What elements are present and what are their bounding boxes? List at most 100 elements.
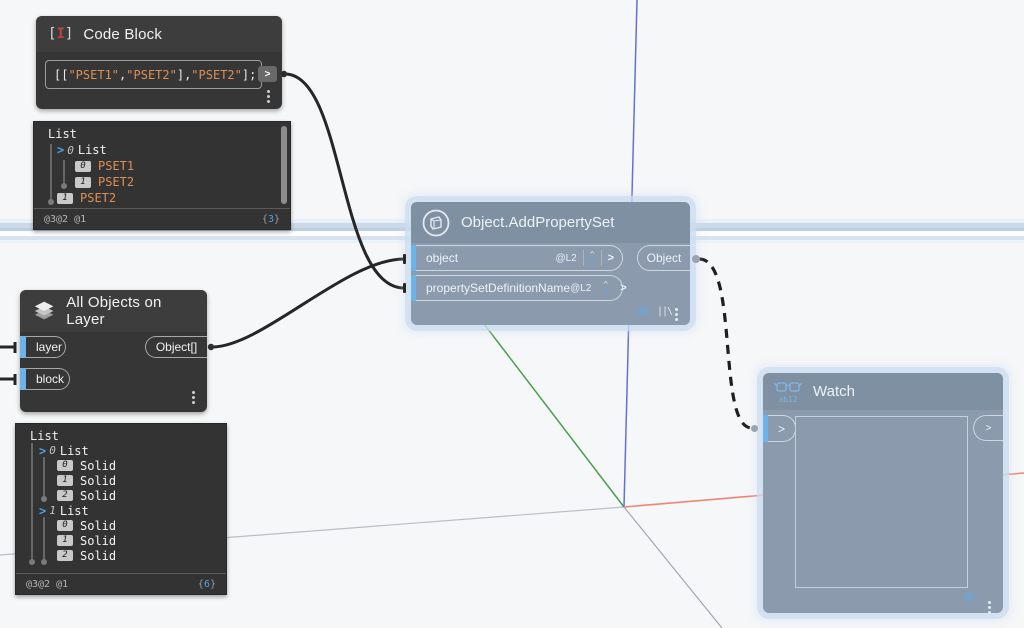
list-item: List	[48, 126, 290, 142]
freeze-snowflake-icon[interactable]: ❄	[963, 590, 975, 606]
node-menu-icon[interactable]	[675, 308, 678, 311]
item-value: List	[77, 143, 107, 157]
divider	[600, 250, 602, 266]
item-value: Solid	[80, 548, 117, 563]
chevron-down-icon[interactable]: v	[603, 286, 609, 295]
level-stepper[interactable]: ^v	[589, 250, 595, 265]
wire-end-tick	[403, 283, 406, 293]
connector-dot[interactable]	[280, 70, 288, 78]
input-port[interactable]: >	[763, 415, 796, 442]
preview-footer: @3@2 @1 {3}	[34, 208, 290, 229]
node-header[interactable]: [I] Code Block	[36, 16, 282, 52]
port-default-strip	[411, 275, 416, 301]
expand-chevron-icon[interactable]: >	[39, 443, 47, 458]
input-port-propertysetdefinitionname[interactable]: propertySetDefinitionName @L2 ^v >	[411, 275, 627, 301]
port-label[interactable]: Object[]	[145, 336, 207, 358]
index-badge: 0	[57, 520, 73, 531]
tree-guide-line	[41, 457, 47, 502]
node-menu-icon[interactable]	[988, 601, 991, 604]
connector-dot[interactable]	[692, 255, 700, 263]
list-index: 0	[49, 444, 56, 457]
node-title: Code Block	[83, 25, 163, 43]
output-port-object-array[interactable]: Object[]	[145, 336, 207, 358]
keep-list-structure-toggle[interactable]: >	[620, 282, 627, 294]
chevron-up-icon[interactable]: ^	[603, 280, 609, 289]
node-all-objects-on-layer[interactable]: All Objects on Layer layer block Object[…	[20, 290, 207, 412]
chevron-down-icon[interactable]: v	[589, 256, 595, 265]
node-object-addpropertyset[interactable]: Object.AddPropertySet object @L2 ^v > pr…	[411, 202, 690, 325]
port-label[interactable]: >	[973, 415, 1003, 441]
item-value: Solid	[80, 518, 117, 533]
node-header[interactable]: Object.AddPropertySet	[411, 202, 690, 243]
item-value: List	[30, 428, 59, 443]
expand-chevron-icon[interactable]: >	[39, 503, 47, 518]
keep-list-structure-toggle[interactable]: >	[607, 252, 614, 264]
input-port-layer[interactable]: layer	[20, 336, 66, 358]
level-stepper[interactable]: ^v	[603, 280, 609, 295]
tree-guide-line	[41, 517, 47, 565]
index-badge: 0	[75, 160, 91, 172]
output-port-object[interactable]: Object	[637, 245, 690, 271]
connector-dot[interactable]	[207, 343, 215, 351]
index-badge: 1	[75, 176, 91, 188]
freeze-snowflake-icon[interactable]: ❄	[637, 304, 649, 320]
divider	[582, 250, 584, 266]
layers-icon	[34, 301, 54, 320]
lacing-level-label[interactable]: @L2	[570, 282, 592, 294]
tree-guide-line	[29, 443, 35, 565]
input-port-object[interactable]: object @L2 ^v >	[411, 245, 623, 271]
wire-objects-to-object-input[interactable]	[210, 257, 406, 349]
output-port[interactable]: >	[973, 415, 1003, 441]
wire-codeblock-to-propertyset[interactable]	[283, 72, 406, 290]
expand-chevron-icon[interactable]: >	[57, 143, 65, 157]
wire-frozen-dashed-propertyset-to-watch[interactable]	[698, 257, 753, 430]
node-header[interactable]: ab12 Watch	[763, 373, 1003, 410]
port-label[interactable]: Object	[637, 245, 690, 271]
levels-label: @3@2 @1	[44, 213, 87, 225]
port-label[interactable]: layer	[26, 336, 66, 358]
connector-dot[interactable]	[751, 425, 758, 432]
node-title: Watch	[813, 383, 855, 400]
node-title: All Objects on Layer	[66, 294, 162, 328]
port-default-strip	[20, 336, 26, 358]
lacing-indicator-icon[interactable]: ||\	[657, 306, 673, 317]
list-count-badge: {3}	[261, 213, 280, 225]
input-port-block[interactable]: block	[20, 368, 70, 390]
item-value: PSET2	[98, 175, 135, 189]
port-label[interactable]: >	[768, 415, 796, 442]
port-default-strip	[763, 415, 768, 442]
list-item: 0 Solid	[57, 518, 226, 533]
watch-content-area[interactable]	[795, 416, 968, 588]
levels-label: @3@2 @1	[26, 578, 69, 590]
index-badge: 2	[57, 550, 73, 561]
port-label: object	[426, 251, 459, 265]
code-input[interactable]: [["PSET1","PSET2"],"PSET2"];	[45, 60, 262, 89]
node-watch[interactable]: ab12 Watch > > ❄	[763, 373, 1003, 613]
port-label[interactable]: block	[26, 368, 70, 390]
wire-end-tick	[403, 254, 406, 264]
code-block-icon: [I]	[48, 26, 74, 42]
item-value: List	[48, 127, 77, 141]
index-badge: 1	[57, 475, 73, 486]
chevron-up-icon[interactable]: ^	[589, 250, 595, 259]
lacing-level-label[interactable]: @L2	[555, 252, 577, 264]
node-code-block[interactable]: [I] Code Block [["PSET1","PSET2"],"PSET2…	[36, 16, 282, 109]
node-header[interactable]: All Objects on Layer	[20, 290, 207, 332]
node-menu-icon[interactable]	[267, 90, 270, 93]
tree-guide-line	[61, 160, 67, 189]
list-item: 2 Solid	[57, 548, 226, 563]
output-port-button[interactable]: >	[258, 66, 277, 82]
node-menu-icon[interactable]	[192, 391, 195, 394]
preview-scrollbar[interactable]	[281, 126, 287, 204]
